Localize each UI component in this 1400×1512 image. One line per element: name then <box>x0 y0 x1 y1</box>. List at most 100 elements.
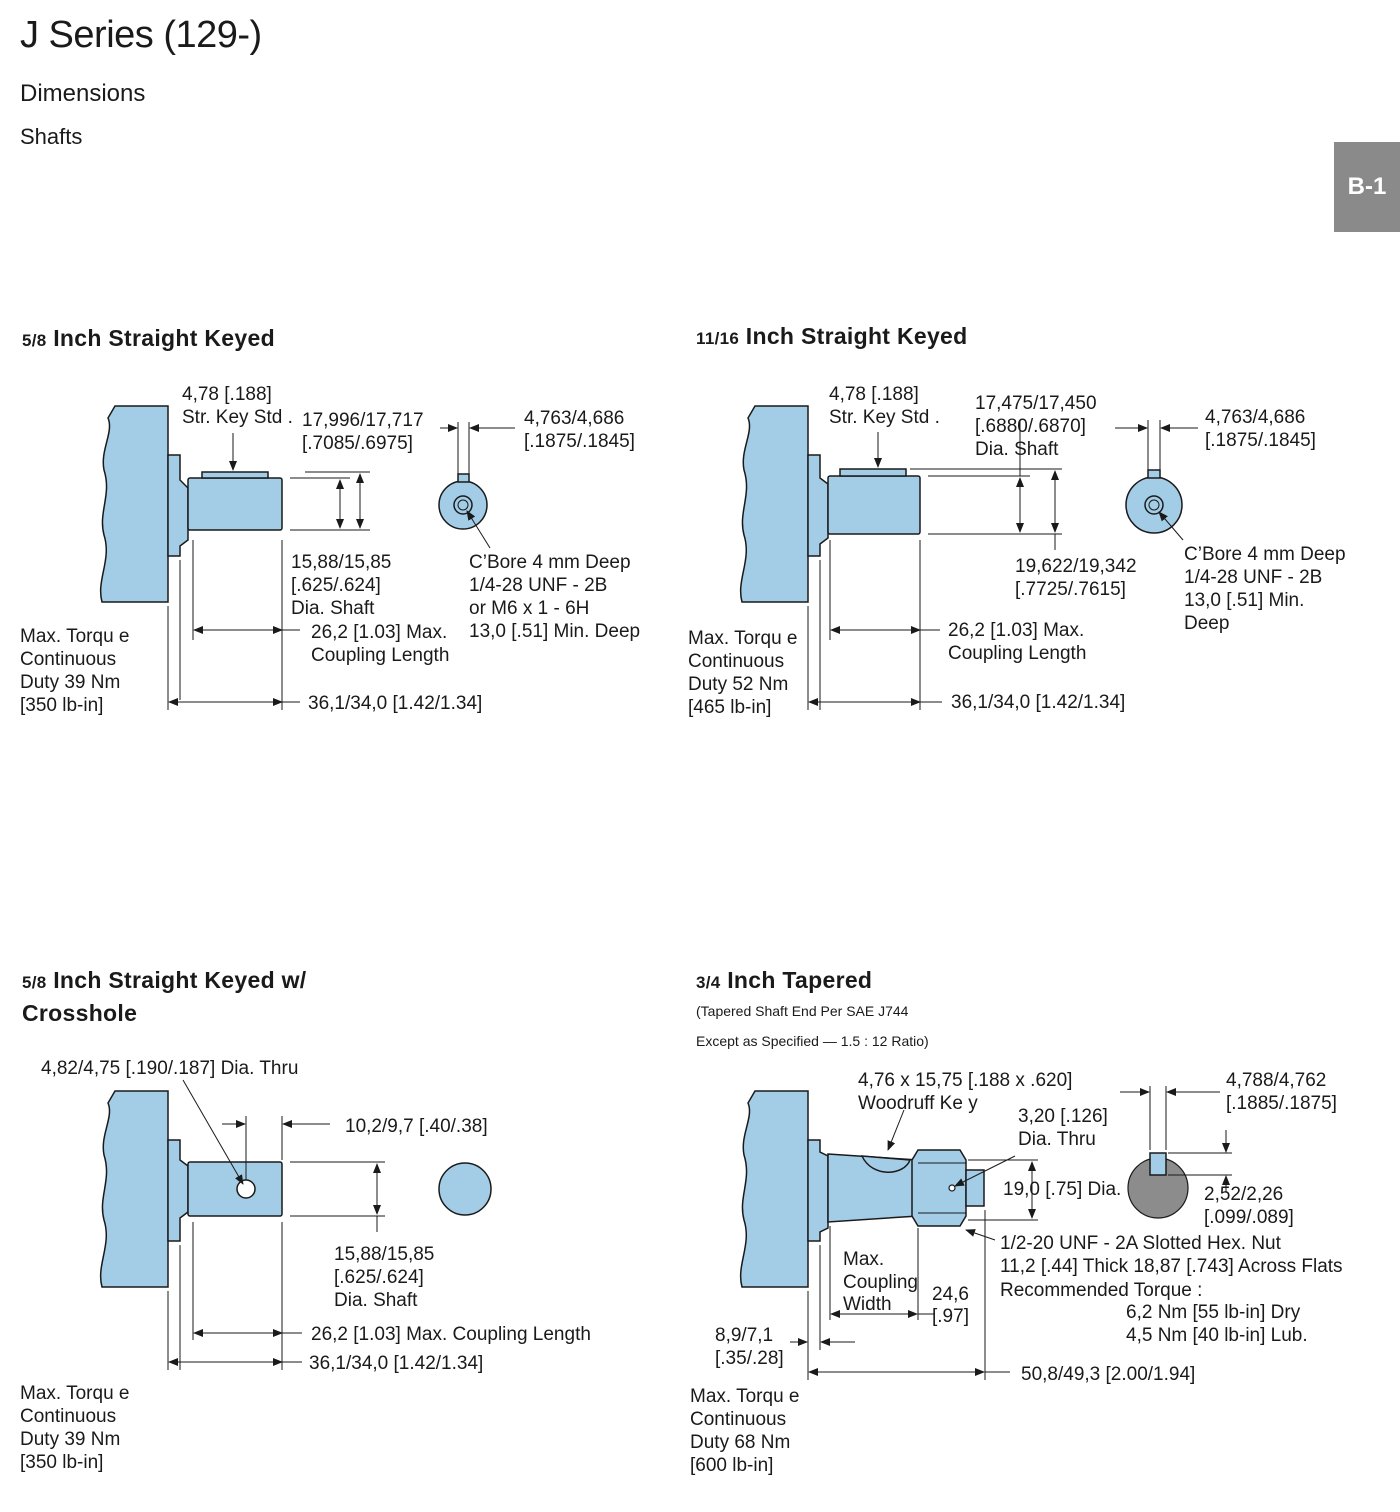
coupling-width-label-1: Max. <box>843 1249 884 1270</box>
torque-label: Max. Torqu e <box>20 1383 129 1404</box>
keyway-view <box>1149 1152 1167 1176</box>
key-height-mm: 17,996/17,717 <box>302 410 424 431</box>
torque-label: Max. Torqu e <box>20 626 129 647</box>
page-subtitle: Dimensions <box>20 80 146 107</box>
pilot-length-mm: 8,9/7,1 <box>715 1325 773 1346</box>
shaft-body <box>187 477 283 531</box>
title-text: Inch Straight Keyed w/ <box>46 967 307 993</box>
counterbore-circle <box>453 495 473 515</box>
shaft-length-label: 36,1/34,0 [1.42/1.34] <box>951 692 1125 713</box>
torque-lbin: [350 lb-in] <box>20 695 103 716</box>
shaft-body <box>187 1161 283 1217</box>
woodruff-key <box>860 1155 912 1173</box>
nut-torque-label: Recommended Torque : <box>1000 1280 1202 1301</box>
thread-label: 1/4-28 UNF - 2B <box>1184 567 1322 588</box>
shaft-pilot <box>167 1139 189 1242</box>
section-label: Shafts <box>20 124 83 149</box>
leader-line <box>954 1155 1016 1187</box>
key-size-label: 4,78 [.188] <box>182 384 272 405</box>
section-title-1: 5/8 Inch Straight Keyed <box>22 323 275 356</box>
crosshole-position-label: 10,2/9,7 [.40/.38] <box>345 1116 488 1137</box>
keyway-view <box>457 473 470 483</box>
leader-line <box>887 1109 905 1151</box>
shaft-dia-label: Dia. Shaft <box>291 598 375 619</box>
woodruff-key-size: 4,76 x 15,75 [.188 x .620] <box>858 1070 1072 1091</box>
shaft-dia-mm: 15,88/15,85 <box>334 1244 434 1265</box>
taper-dia-label: 19,0 [.75] Dia. <box>1003 1179 1121 1200</box>
thread-depth-label-2: Deep <box>1184 613 1229 634</box>
torque-lbin: [465 lb-in] <box>688 697 771 718</box>
coupling-length-value: 26,2 [1.03] Max. <box>948 620 1084 641</box>
keyway-width-in: [.1875/.1845] <box>524 431 635 452</box>
thread-label: 1/4-28 UNF - 2B <box>469 575 607 596</box>
shaft-length-label: 36,1/34,0 [1.42/1.34] <box>308 693 482 714</box>
thread-circle <box>1148 499 1160 511</box>
cbore-label: C’Bore 4 mm Deep <box>469 552 631 573</box>
shaft-body <box>827 475 921 535</box>
crosshole-size: 3,20 [.126] <box>1018 1106 1108 1127</box>
cotter-hole <box>948 1184 956 1192</box>
labels: 4,76 x 15,75 [.188 x .620] Woodruff Ke y… <box>690 1070 1343 1476</box>
keyway-width-mm: 4,763/4,686 <box>524 408 624 429</box>
coupling-length-label: Coupling Length <box>948 643 1086 664</box>
torque-nm: Duty 52 Nm <box>688 674 788 695</box>
title-fraction: 5/8 <box>22 973 47 992</box>
page-tab: B-1 <box>1334 142 1400 232</box>
title-text-line2: Crosshole <box>22 1000 138 1026</box>
drawing-3-4-tapered: 4,76 x 15,75 [.188 x .620] Woodruff Ke y… <box>690 1070 1343 1476</box>
shaft-end-view <box>438 1162 492 1216</box>
title-fraction: 5/8 <box>22 331 47 350</box>
thread-metric-label: or M6 x 1 - 6H <box>469 598 589 619</box>
mounting-flange <box>740 405 809 603</box>
taper-note-1: (Tapered Shaft End Per SAE J744 <box>696 1003 909 1019</box>
shaft-dia-in: [.6880/.6870] <box>975 416 1086 437</box>
thread-circle <box>457 499 469 511</box>
keyway-depth-mm: 2,52/2,26 <box>1204 1184 1283 1205</box>
torque-nm: Duty 39 Nm <box>20 672 120 693</box>
thread-depth-label: 13,0 [.51] Min. <box>1184 590 1304 611</box>
shaft-length-label: 50,8/49,3 [2.00/1.94] <box>1021 1364 1195 1385</box>
keyway-view <box>1147 469 1161 479</box>
key-height-in: [.7725/.7615] <box>1015 579 1126 600</box>
key-std-label: Str. Key Std . <box>829 407 940 428</box>
crosshole-label: 4,82/4,75 [.190/.187] Dia. Thru <box>41 1058 298 1079</box>
torque-nm: Duty 68 Nm <box>690 1432 790 1453</box>
keyway-width-in: [.1875/.1845] <box>1205 430 1316 451</box>
thread-end <box>965 1169 985 1207</box>
nut-torque-dry: 6,2 Nm [55 lb-in] Dry <box>1126 1302 1301 1323</box>
mounting-flange <box>100 1090 169 1288</box>
crosshole-label: Dia. Thru <box>1018 1129 1096 1150</box>
labels: 4,78 [.188] Str. Key Std . 17,996/17,717… <box>20 384 640 716</box>
torque-continuous: Continuous <box>20 649 116 670</box>
leader-line <box>1158 511 1184 541</box>
section-title-2: 11/16 Inch Straight Keyed <box>696 321 967 354</box>
nut-size: 11,2 [.44] Thick 18,87 [.743] Across Fla… <box>1000 1256 1343 1277</box>
key-std-label: Str. Key Std . <box>182 407 293 428</box>
title-text: Inch Straight Keyed <box>46 325 275 351</box>
coupling-length-label: Coupling Length <box>311 645 449 666</box>
key-height-mm: 19,622/19,342 <box>1015 556 1137 577</box>
shaft-dia-mm: 17,475/17,450 <box>975 393 1097 414</box>
keyway-width-in: [.1885/.1875] <box>1226 1093 1337 1114</box>
key-height-in: [.7085/.6975] <box>302 433 413 454</box>
torque-nm: Duty 39 Nm <box>20 1429 120 1450</box>
nut-torque-lub: 4,5 Nm [40 lb-in] Lub. <box>1126 1325 1308 1346</box>
title-fraction: 11/16 <box>696 329 740 348</box>
drawing-5-8-keyed-crosshole: 4,82/4,75 [.190/.187] Dia. Thru 10,2/9,7… <box>20 1058 591 1473</box>
coupling-width-in: [.97] <box>932 1306 969 1327</box>
leader-line <box>965 1229 996 1241</box>
nut-spec: 1/2-20 UNF - 2A Slotted Hex. Nut <box>1000 1233 1282 1254</box>
leader-line <box>182 1079 244 1185</box>
shaft-dia-in: [.625/.624] <box>291 575 381 596</box>
page-title: J Series (129-) <box>20 14 262 56</box>
coupling-width-mm: 24,6 <box>932 1284 969 1305</box>
torque-continuous: Continuous <box>20 1406 116 1427</box>
crosshole <box>236 1179 256 1199</box>
leader-line <box>466 510 491 549</box>
cbore-label: C’Bore 4 mm Deep <box>1184 544 1346 565</box>
counterbore-circle <box>1144 495 1164 515</box>
taper-note-2: Except as Specified — 1.5 : 12 Ratio) <box>696 1033 929 1049</box>
mounting-flange <box>100 405 169 603</box>
section-title-4: 3/4 Inch Tapered <box>696 965 872 998</box>
